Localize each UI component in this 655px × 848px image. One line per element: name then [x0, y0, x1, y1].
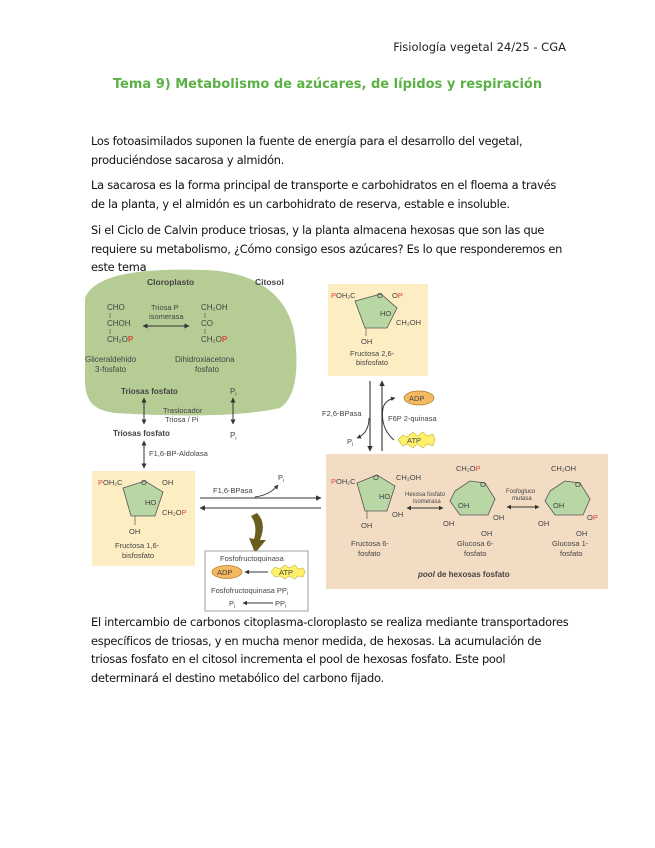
svg-text:CH₂OH: CH₂OH [396, 473, 421, 482]
page-title: Tema 9) Metabolismo de azúcares, de lípi… [112, 77, 543, 92]
svg-text:OH: OH [361, 337, 372, 346]
triosas-fosfato-cytosol: Triosas fosfato [113, 429, 170, 438]
svg-text:CHO: CHO [107, 303, 125, 312]
olive-down-arrow [249, 513, 266, 553]
paragraph-calvin: Si el Ciclo de Calvin produce triosas, y… [91, 223, 563, 274]
svg-text:CH₂OP: CH₂OP [107, 335, 134, 344]
svg-text:O: O [575, 480, 581, 489]
f26bp-name: Fructosa 2,6- [350, 349, 395, 358]
svg-text:CO: CO [201, 319, 213, 328]
pfk-label: Fosfofructoquinasa [220, 554, 285, 563]
svg-text:OH: OH [361, 521, 372, 530]
svg-text:O: O [141, 478, 147, 487]
svg-text:HO: HO [379, 492, 390, 501]
adp-badge-bottom [211, 565, 243, 579]
svg-text:OH: OH [481, 529, 492, 538]
adp-badge-top [403, 390, 435, 406]
svg-text:isomerasa: isomerasa [413, 499, 441, 505]
course-header-note: Fisiología vegetal 24/25 - CGA [393, 40, 566, 54]
aldolase-label: F1,6-BP-Aldolasa [149, 449, 209, 458]
svg-text:OH: OH [443, 519, 454, 528]
pfk-ppi-label: Fosfofructoquinasa PPi [211, 586, 288, 597]
paragraph-sacarosa: La sacarosa es la forma principal de tra… [91, 178, 557, 211]
svg-text:OH: OH [553, 501, 564, 510]
pfk-box [204, 550, 309, 612]
svg-text:fosfato: fosfato [358, 549, 381, 558]
svg-text:mutasa: mutasa [512, 496, 532, 502]
svg-text:bisfosfato: bisfosfato [122, 551, 154, 560]
f26bpase-label: F2,6-BPasa [322, 409, 362, 418]
svg-text:ATP: ATP [279, 568, 293, 577]
svg-text:CH₂OP: CH₂OP [201, 335, 228, 344]
hexose-phosphate-pathway-diagram: Cloroplasto Citosol CHO CHOH CH₂OP Glice… [85, 268, 615, 613]
atp-burst-top [397, 431, 436, 449]
svg-text:Gliceraldehido: Gliceraldehido [85, 355, 137, 364]
svg-text:OH: OH [538, 519, 549, 528]
svg-text:CH₂OP: CH₂OP [456, 464, 481, 473]
svg-text:ADP: ADP [409, 394, 424, 403]
chloroplast-region [85, 269, 297, 416]
svg-text:O: O [377, 291, 383, 300]
chloroplast-label: Cloroplasto [147, 277, 194, 287]
svg-text:POH₂C: POH₂C [331, 291, 356, 300]
svg-text:OH: OH [493, 513, 504, 522]
svg-text:OH: OH [576, 529, 587, 538]
svg-text:ATP: ATP [407, 436, 421, 445]
svg-text:isomerasa: isomerasa [149, 312, 184, 321]
svg-text:CH₂OH: CH₂OH [551, 464, 576, 473]
triosas-fosfato-chloroplast: Triosas fosfato [121, 387, 178, 396]
svg-text:PPi: PPi [275, 599, 286, 610]
svg-text:OH: OH [392, 510, 403, 519]
f6p-name: Fructosa 6- [351, 539, 389, 548]
pool-label: pool de hexosas fosfato [417, 570, 510, 579]
f6p2k-label: F6P 2-quinasa [388, 414, 437, 423]
svg-text:POH₂C: POH₂C [98, 478, 123, 487]
svg-text:OH: OH [129, 527, 140, 536]
svg-text:Triosa / Pi: Triosa / Pi [165, 415, 199, 424]
svg-text:O: O [373, 473, 379, 482]
svg-text:OH: OH [458, 501, 469, 510]
svg-text:CH₂OH: CH₂OH [201, 303, 228, 312]
f16bp-name: Fructosa 1,6- [115, 541, 160, 550]
translocator-label: Traslocador [163, 406, 203, 415]
svg-text:CH₂OP: CH₂OP [162, 508, 187, 517]
atp-burst-bottom [270, 564, 306, 580]
svg-text:POH₂C: POH₂C [331, 477, 356, 486]
svg-text:OP: OP [587, 513, 598, 522]
svg-text:3-fosfato: 3-fosfato [95, 365, 127, 374]
pi-cytosol: Pi [230, 431, 236, 442]
pi-f26bpase: Pi [347, 437, 353, 448]
pi-chloroplast: Pi [230, 387, 236, 398]
svg-text:HO: HO [145, 498, 156, 507]
paragraph-fotoasimilados: Los fotoasimilados suponen la fuente de … [91, 134, 523, 167]
triosa-p-isomerasa-label: Triosa P [151, 303, 179, 312]
svg-text:fosfato: fosfato [195, 365, 220, 374]
svg-text:Dihidroxiacetona: Dihidroxiacetona [175, 355, 235, 364]
svg-text:ADP: ADP [217, 568, 232, 577]
svg-text:Pi: Pi [229, 599, 235, 610]
svg-text:CH₂OH: CH₂OH [396, 318, 421, 327]
svg-text:bisfosfato: bisfosfato [356, 358, 388, 367]
svg-text:OH: OH [162, 478, 173, 487]
svg-text:fosfato: fosfato [560, 549, 583, 558]
dhap-structure: CH₂OH CO CH₂OP Dihidroxiacetona fosfato [175, 303, 235, 374]
g3p-structure: CHO CHOH CH₂OP Gliceraldehido 3-fosfato [85, 303, 137, 374]
cytosol-label: Citosol [255, 277, 284, 287]
g6p-name: Glucosa 6- [457, 539, 494, 548]
svg-text:fosfato: fosfato [464, 549, 487, 558]
svg-text:OP: OP [392, 291, 403, 300]
g1p-name: Glucosa 1- [552, 539, 589, 548]
paragraph-intercambio: El intercambio de carbonos citoplasma-cl… [91, 615, 569, 685]
svg-text:O: O [480, 480, 486, 489]
pi-f16bpase: Pi [278, 473, 284, 484]
svg-text:HO: HO [380, 309, 391, 318]
f16bpase-label: F1,6-BPasa [213, 486, 253, 495]
pgm-label: Fosfogluco [506, 489, 536, 495]
hpi-label: Hexosa fosfato [405, 492, 446, 498]
svg-text:CHOH: CHOH [107, 319, 131, 328]
